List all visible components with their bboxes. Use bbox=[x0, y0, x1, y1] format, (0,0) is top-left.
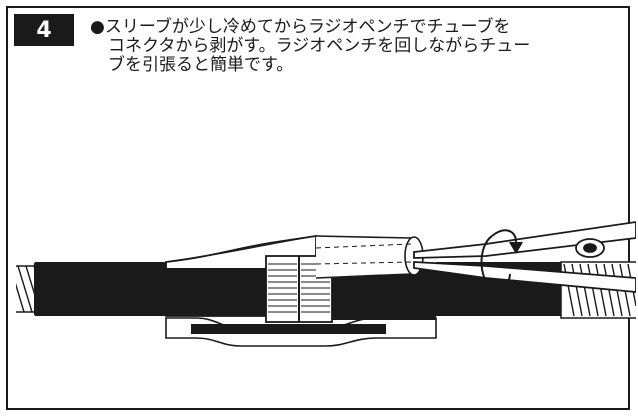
connector-illustration bbox=[16, 221, 636, 347]
middle-sleeve bbox=[166, 268, 266, 316]
instruction-panel: 4 ●スリーブが少し冷めてからラジオペンチでチューブを コネクタから剥がす。ラジ… bbox=[6, 6, 636, 410]
instruction-text: ●スリーブが少し冷めてからラジオペンチでチューブを コネクタから剥がす。ラジオペ… bbox=[90, 18, 630, 75]
instruction-line-1: ●スリーブが少し冷めてからラジオペンチでチューブを bbox=[90, 17, 511, 37]
tube-end bbox=[315, 235, 424, 279]
instruction-line-3: ブを引張ると簡単です。 bbox=[108, 55, 294, 75]
step-number-badge: 4 bbox=[14, 14, 74, 46]
pliers-icon bbox=[413, 221, 636, 293]
left-sleeve bbox=[34, 262, 166, 316]
instruction-line-2: コネクタから剥がす。ラジオペンチを回しながらチュー bbox=[108, 36, 531, 56]
rotation-arrow-icon bbox=[480, 229, 523, 291]
